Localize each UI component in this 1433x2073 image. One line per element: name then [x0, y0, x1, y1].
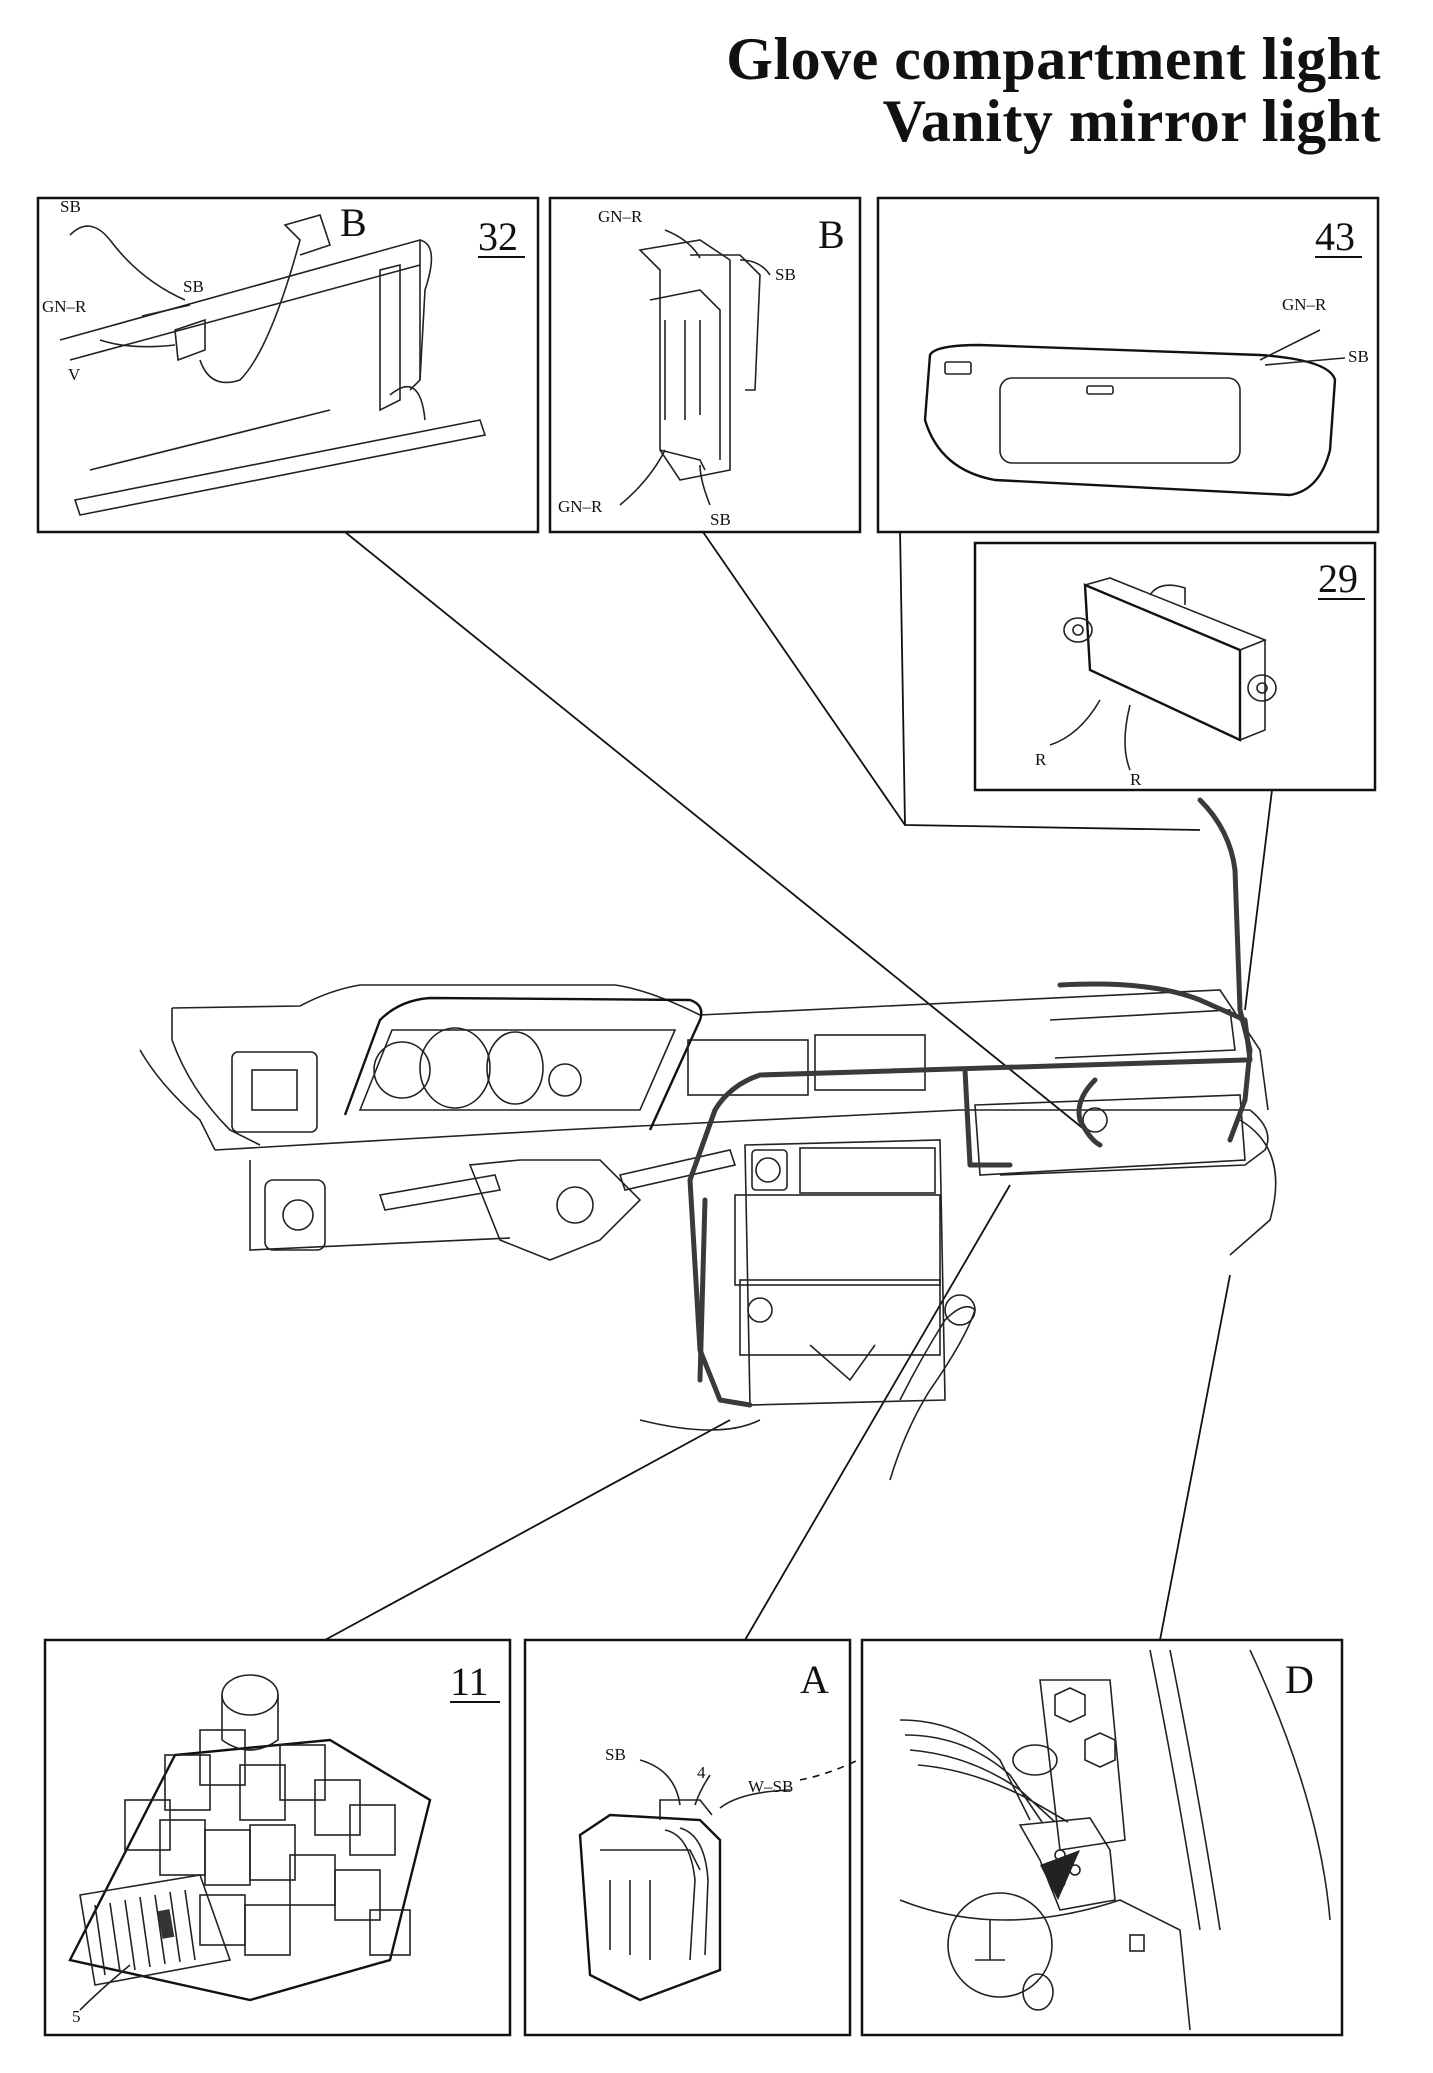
panel-32-number: 32: [478, 214, 518, 259]
panel-b-letter: B: [818, 212, 845, 257]
panel-29-wire-r-2: R: [1130, 770, 1142, 789]
leader-32: [344, 531, 1086, 1131]
panel-b-wire-sb-top: SB: [775, 265, 796, 284]
panel-29-module: 29 R R: [973, 541, 1377, 792]
panel-32-wire-sb-2: SB: [183, 277, 204, 296]
panel-11-fuse-box: 11 5: [43, 1638, 512, 2037]
panel-29-number: 29: [1318, 556, 1358, 601]
panel-43-number: 43: [1315, 214, 1355, 259]
panel-d-letter: D: [1285, 1657, 1314, 1702]
dashboard-drawing: [139, 984, 1277, 1481]
panel-d-switch: D: [860, 1638, 1344, 2037]
panel-29-wire-r-1: R: [1035, 750, 1047, 769]
panel-32-wire-gn-r: GN–R: [42, 297, 87, 316]
fuse-5-highlight: [157, 1909, 175, 1939]
panel-a-wire-sb: SB: [605, 1745, 626, 1764]
panel-32-letter: B: [340, 200, 367, 245]
panel-43-frame: [876, 196, 1380, 534]
panel-11-number: 11: [450, 1659, 489, 1704]
leader-d: [1159, 1274, 1231, 1641]
leader-lines: [324, 529, 1273, 1641]
title-line-2: Vanity mirror light: [882, 88, 1381, 154]
panel-43-wire-gn-r: GN–R: [1282, 295, 1327, 314]
panel-32-wire-v: V: [68, 365, 81, 384]
panel-d-pointer-arrow: [1040, 1850, 1080, 1900]
panel-a-letter: A: [800, 1657, 829, 1702]
relay-blocks: [124, 1729, 411, 1956]
leader-29: [1244, 789, 1273, 1011]
panel-29-frame: [973, 541, 1377, 792]
panel-a-connector: A SB 4 W–SB: [523, 1638, 901, 2037]
panel-a-wire-w-sb: W–SB: [748, 1777, 793, 1796]
panel-b-wire-gn-r-top: GN–R: [598, 207, 643, 226]
leader-11: [324, 1419, 731, 1641]
leader-b: [702, 531, 906, 826]
panel-32: 32 B SB SB GN–R V: [36, 196, 540, 534]
panel-43-vanity-mirror: 43 GN–R SB: [876, 196, 1380, 534]
leader-43: [899, 529, 1201, 831]
panel-b-wire-gn-r-bottom: GN–R: [558, 497, 603, 516]
panel-a-pin-4: 4: [697, 1763, 706, 1782]
panel-32-frame: [36, 196, 540, 534]
panel-b-connector: B GN–R SB GN–R SB: [548, 196, 862, 534]
panel-43-wire-sb: SB: [1348, 347, 1369, 366]
mirror-glass: [999, 377, 1241, 464]
title-block: Glove compartment light Vanity mirror li…: [726, 28, 1381, 152]
title-line-1: Glove compartment light: [726, 26, 1381, 92]
panel-11-fuse-label: 5: [72, 2007, 81, 2026]
panel-b-wire-sb-bottom: SB: [710, 510, 731, 529]
panel-32-wire-sb-1: SB: [60, 197, 81, 216]
wiring-harness: [687, 797, 1253, 1408]
leader-a: [744, 1184, 1011, 1641]
panel-b-frame: [548, 196, 862, 534]
